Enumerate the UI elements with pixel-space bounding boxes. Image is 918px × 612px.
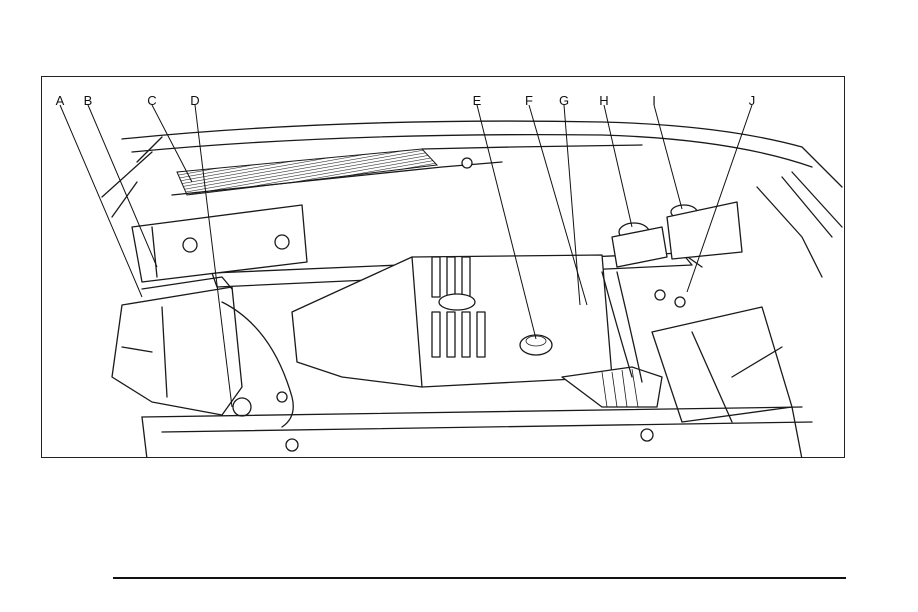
- callout-i: I: [652, 94, 656, 107]
- battery-box: [112, 277, 242, 415]
- callout-j: J: [749, 94, 756, 107]
- callout-a: A: [56, 94, 65, 107]
- right-tray: [652, 307, 792, 422]
- callout-h: H: [599, 94, 608, 107]
- callout-b: B: [84, 94, 93, 107]
- callout-g: G: [559, 94, 569, 107]
- fluid-cap-d: [233, 398, 251, 416]
- page-footer-rule: [113, 577, 846, 579]
- callout-d: D: [190, 94, 199, 107]
- callout-c: C: [147, 94, 156, 107]
- callout-e: E: [473, 94, 482, 107]
- engine-compartment-figure: A B C D E F G H I J: [41, 76, 845, 458]
- engine-compartment-illustration: [42, 77, 845, 458]
- callout-f: F: [525, 94, 533, 107]
